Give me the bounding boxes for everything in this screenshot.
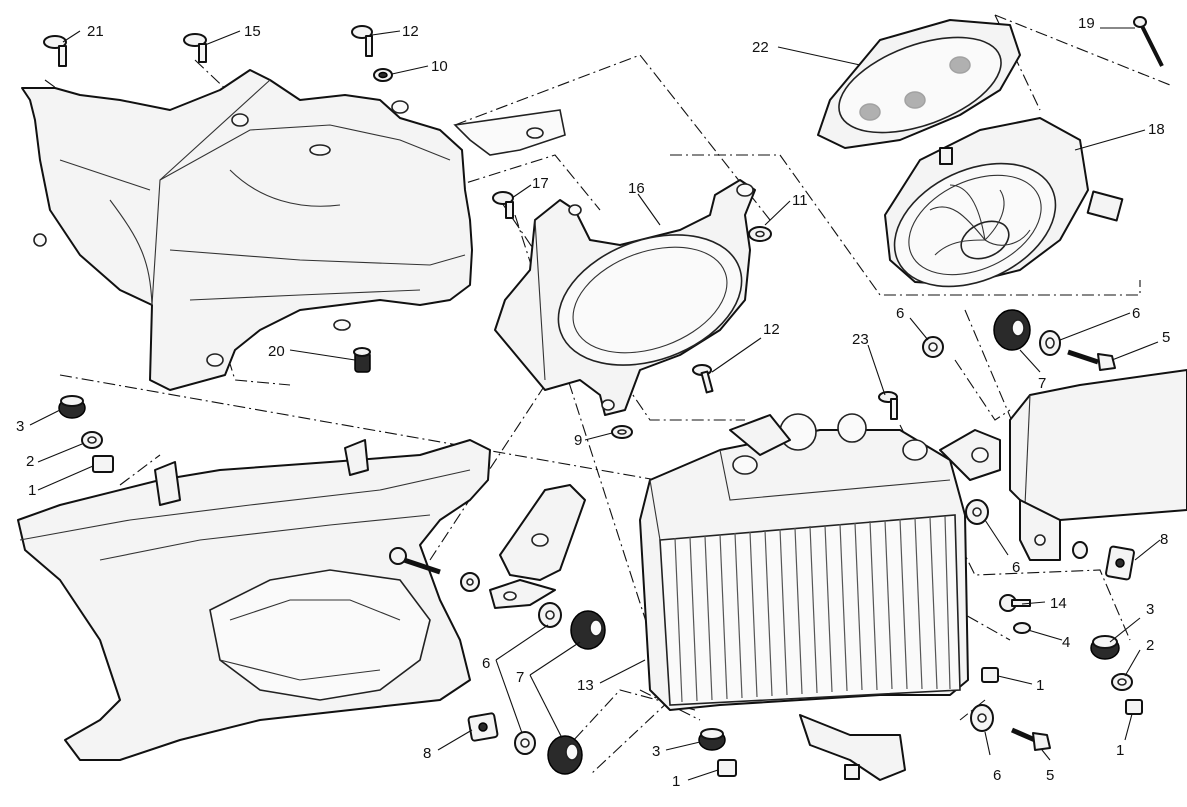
- leader-lines: [29, 27, 1161, 781]
- washer-10-icon: [373, 68, 393, 82]
- callout-1-left: 1: [28, 482, 36, 499]
- clip-1-bottom-icon: [717, 759, 737, 777]
- push-rivet-21-icon: [43, 35, 67, 67]
- radiator-fins: [674, 515, 951, 703]
- washer-6-bottom-icon: [514, 731, 536, 755]
- callout-6-center: 6: [482, 655, 490, 672]
- callout-8-left: 8: [423, 745, 431, 762]
- callout-1-mid-right: 1: [1036, 677, 1044, 694]
- clip-1-left-icon: [92, 455, 114, 473]
- bolt-5-upper-icon: [1067, 349, 1116, 371]
- callout-15: 15: [244, 23, 261, 40]
- callout-11: 11: [792, 192, 808, 209]
- lower-belly-fairing: [17, 439, 491, 761]
- callout-10: 10: [431, 58, 448, 75]
- bolt-5-lower-icon: [1011, 727, 1051, 751]
- callout-20: 20: [268, 343, 285, 360]
- long-bolt-center-icon: [389, 547, 441, 575]
- screw-19-icon: [1133, 16, 1164, 67]
- washer-11-icon: [748, 226, 772, 242]
- callout-1-right: 1: [1116, 742, 1124, 759]
- clip-nut-8-left-icon: [467, 712, 499, 742]
- callout-23: 23: [852, 331, 869, 348]
- callout-3-right: 3: [1146, 601, 1154, 618]
- callout-17: 17: [532, 175, 549, 192]
- callout-14: 14: [1050, 595, 1067, 612]
- callout-6-right: 6: [1012, 559, 1020, 576]
- callout-7-center: 7: [516, 669, 524, 686]
- callout-19: 19: [1078, 15, 1095, 32]
- washer-small-right-icon: [1072, 541, 1088, 559]
- callout-22: 22: [752, 39, 769, 56]
- grommet-7-center-icon: [570, 610, 606, 650]
- washer-6-center-icon: [538, 602, 562, 628]
- callout-2-left: 2: [26, 453, 34, 470]
- callout-21: 21: [87, 23, 104, 40]
- push-rivet-17-icon: [492, 191, 514, 219]
- spacer-2-right-icon: [1111, 673, 1133, 691]
- radiator-13: [639, 413, 1001, 781]
- washer-6-right-icon: [965, 499, 989, 525]
- screw-23-icon: [878, 391, 898, 420]
- callout-labels: 21 15 12 10 22 19 18 17 16 11 20 12 23 6…: [16, 15, 1170, 790]
- clip-1-right-icon: [1125, 699, 1143, 715]
- washer-6-upper-left-icon: [922, 336, 944, 358]
- right-side-mount-bracket: [1009, 369, 1187, 561]
- washer-4-icon: [1013, 622, 1031, 634]
- washer-9-icon: [611, 425, 633, 439]
- upper-side-fairing-panel: [21, 69, 566, 391]
- callout-13: 13: [577, 677, 594, 694]
- rubber-plug-20-icon: [333, 319, 371, 373]
- callout-2-right: 2: [1146, 637, 1154, 654]
- callout-18: 18: [1148, 121, 1165, 138]
- callout-3-left: 3: [16, 418, 24, 435]
- callout-6-upper-right: 6: [1132, 305, 1140, 322]
- washer-center-icon: [460, 572, 480, 592]
- callout-12-top: 12: [402, 23, 419, 40]
- center-mount-bracket: [489, 484, 586, 609]
- screw-12-mid-icon: [692, 364, 714, 394]
- push-rivet-15-icon: [183, 33, 207, 63]
- callout-7-upper: 7: [1038, 375, 1046, 392]
- callout-6-upper-left: 6: [896, 305, 904, 322]
- callout-5-lower: 5: [1046, 767, 1054, 784]
- grommet-7-bottom-icon: [547, 735, 583, 775]
- washer-6-lower-right-icon: [970, 704, 994, 732]
- spacer-2-left-icon: [81, 431, 103, 449]
- screw-12-top-icon: [351, 25, 373, 57]
- callout-1-bottom: 1: [672, 773, 680, 790]
- callout-8-right: 8: [1160, 531, 1168, 548]
- callout-12-mid: 12: [763, 321, 780, 338]
- callout-9: 9: [574, 432, 582, 449]
- callout-5-upper: 5: [1162, 329, 1170, 346]
- grommet-7-upper-icon: [993, 309, 1031, 351]
- clip-nut-8-right-icon: [1105, 545, 1135, 581]
- fan-cover-22: [817, 19, 1021, 149]
- washer-6-upper-right-icon: [1039, 330, 1061, 356]
- grommet-3-right-icon: [1090, 635, 1120, 660]
- callout-6-bottom-right: 6: [993, 767, 1001, 784]
- fan-shroud-16: [494, 179, 756, 416]
- callout-3-bottom: 3: [652, 743, 660, 760]
- grommet-3-bottom-icon: [698, 728, 726, 751]
- cooling-fan-18: [884, 117, 1124, 288]
- callout-16: 16: [628, 180, 645, 197]
- clip-1-mid-right-icon: [981, 667, 999, 683]
- grommet-3-left-icon: [58, 395, 86, 419]
- screw-14-icon: [999, 594, 1031, 612]
- callout-4: 4: [1062, 634, 1070, 651]
